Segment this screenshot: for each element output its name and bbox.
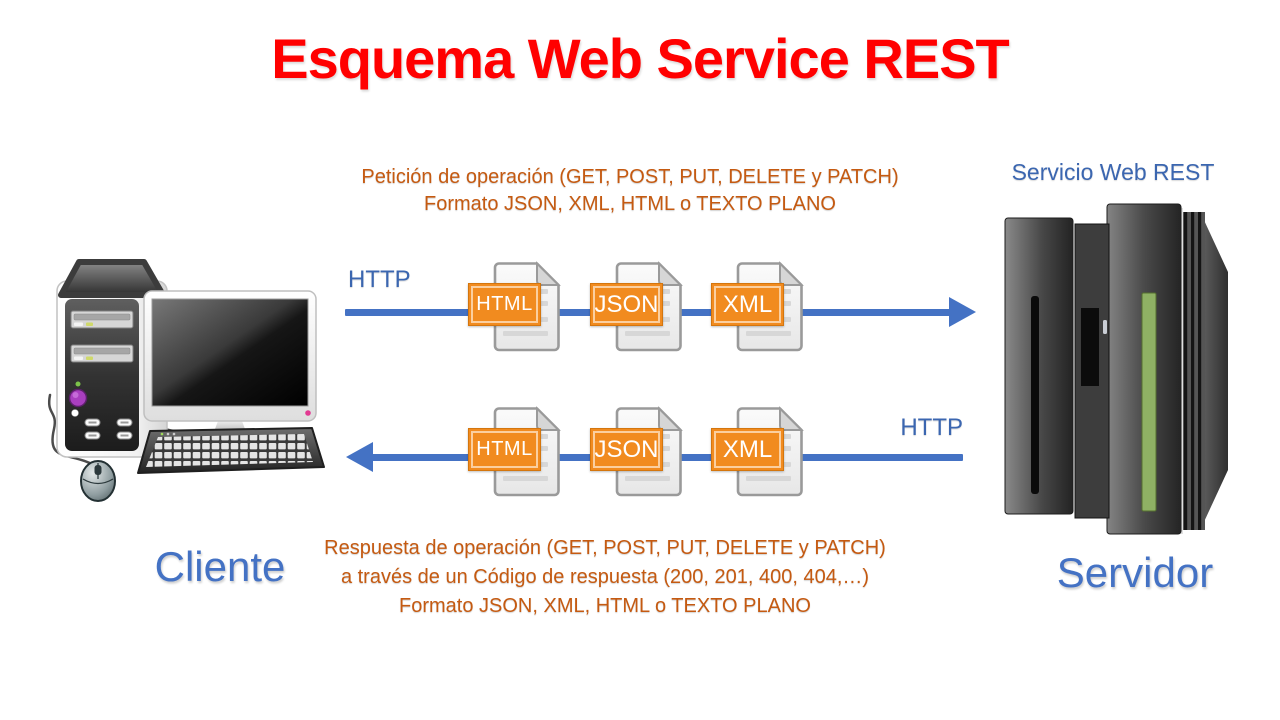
request-file-json: JSON — [590, 261, 686, 356]
mouse-cable — [47, 393, 100, 469]
client-label: Cliente — [154, 543, 286, 590]
request-description: Petición de operación (GET, POST, PUT, D… — [340, 164, 920, 218]
server-label: Servidor — [1056, 549, 1214, 596]
response-file-json: JSON — [590, 406, 686, 501]
response-http-label: HTTP — [900, 414, 963, 441]
file-format-badge: JSON — [590, 283, 663, 326]
file-format-badge: XML — [711, 428, 784, 471]
request-description-line2: Formato JSON, XML, HTML o TEXTO PLANO — [424, 193, 836, 215]
response-file-html: HTML — [468, 406, 564, 501]
server-middle-unit — [1074, 223, 1110, 519]
tower-case — [56, 259, 168, 458]
file-format-badge: HTML — [468, 283, 541, 326]
mouse — [80, 460, 116, 502]
server-green-stripe — [1141, 292, 1157, 512]
monitor — [143, 290, 317, 447]
response-description-line1: Respuesta de operación (GET, POST, PUT, … — [324, 537, 886, 559]
response-description-line3: Formato JSON, XML, HTML o TEXTO PLANO — [399, 595, 811, 617]
server-back-fins — [1177, 208, 1228, 534]
server-right-panel — [1106, 203, 1182, 535]
file-format-badge: JSON — [590, 428, 663, 471]
request-file-html: HTML — [468, 261, 564, 356]
page-title: Esquema Web Service REST — [271, 27, 1010, 90]
file-format-badge: XML — [711, 283, 784, 326]
keyboard — [137, 427, 325, 474]
response-description: Respuesta de operación (GET, POST, PUT, … — [305, 534, 905, 621]
power-button — [68, 388, 88, 408]
request-http-label: HTTP — [348, 266, 411, 293]
server-left-panel — [1004, 217, 1074, 515]
client-computer-illustration — [47, 259, 325, 502]
monitor-power-led — [305, 410, 311, 416]
server-illustration — [1004, 203, 1228, 535]
power-led — [75, 381, 81, 387]
request-description-line1: Petición de operación (GET, POST, PUT, D… — [361, 166, 899, 188]
server-caption: Servicio Web REST — [1011, 159, 1215, 185]
response-description-line2: a través de un Código de respuesta (200,… — [340, 566, 870, 588]
request-file-xml: XML — [711, 261, 807, 356]
server-slot — [1031, 296, 1039, 494]
monitor-screen — [151, 298, 309, 407]
request-arrowhead-icon — [949, 297, 976, 327]
optical-drive — [70, 310, 134, 329]
response-arrowhead-icon — [346, 442, 373, 472]
response-file-xml: XML — [711, 406, 807, 501]
optical-drive — [70, 344, 134, 363]
file-format-badge: HTML — [468, 428, 541, 471]
